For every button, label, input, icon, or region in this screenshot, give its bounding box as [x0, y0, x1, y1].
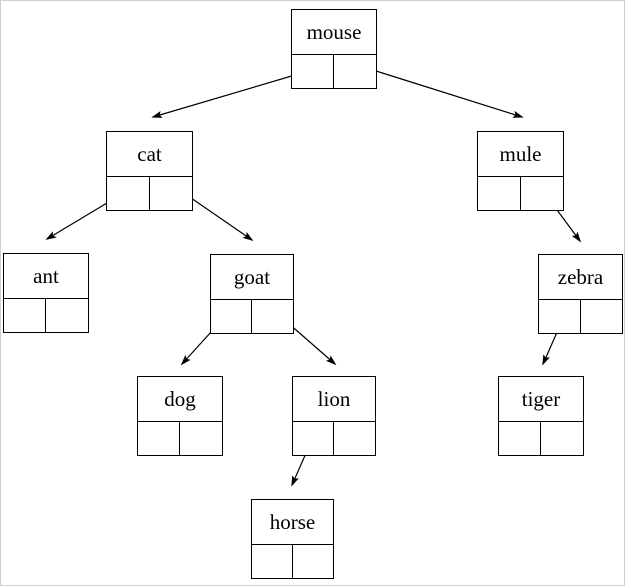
- tree-node-horse[interactable]: horse: [251, 499, 334, 579]
- left-pointer-cell-tiger[interactable]: [499, 422, 541, 455]
- tree-node-ant[interactable]: ant: [3, 253, 89, 333]
- left-pointer-cell-mule[interactable]: [478, 177, 521, 210]
- tree-node-cat[interactable]: cat: [106, 131, 193, 211]
- node-pointer-cells-ant: [4, 299, 88, 332]
- edge-mouse-to-mule: [356, 64, 524, 118]
- right-pointer-cell-horse[interactable]: [293, 545, 334, 578]
- node-label-dog: dog: [138, 377, 222, 422]
- left-pointer-cell-cat[interactable]: [107, 177, 150, 210]
- right-pointer-cell-mouse[interactable]: [334, 55, 376, 88]
- node-pointer-cells-goat: [211, 300, 293, 333]
- node-pointer-cells-lion: [293, 422, 375, 455]
- node-pointer-cells-tiger: [499, 422, 583, 455]
- node-pointer-cells-cat: [107, 177, 192, 210]
- left-pointer-cell-ant[interactable]: [4, 299, 46, 332]
- node-pointer-cells-mouse: [292, 55, 376, 88]
- node-label-cat: cat: [107, 132, 192, 177]
- left-pointer-cell-horse[interactable]: [252, 545, 293, 578]
- node-pointer-cells-zebra: [539, 300, 622, 333]
- node-label-ant: ant: [4, 254, 88, 299]
- tree-node-mule[interactable]: mule: [477, 131, 564, 211]
- node-label-goat: goat: [211, 255, 293, 300]
- right-pointer-cell-goat[interactable]: [252, 300, 293, 333]
- tree-node-zebra[interactable]: zebra: [538, 254, 623, 334]
- right-pointer-cell-ant[interactable]: [46, 299, 88, 332]
- tree-node-dog[interactable]: dog: [137, 376, 223, 456]
- right-pointer-cell-cat[interactable]: [150, 177, 193, 210]
- left-pointer-cell-goat[interactable]: [211, 300, 252, 333]
- node-label-lion: lion: [293, 377, 375, 422]
- left-pointer-cell-zebra[interactable]: [539, 300, 581, 333]
- left-pointer-cell-lion[interactable]: [293, 422, 334, 455]
- node-label-zebra: zebra: [539, 255, 622, 300]
- node-pointer-cells-dog: [138, 422, 222, 455]
- node-label-mouse: mouse: [292, 10, 376, 55]
- node-label-tiger: tiger: [499, 377, 583, 422]
- tree-node-lion[interactable]: lion: [292, 376, 376, 456]
- tree-node-tiger[interactable]: tiger: [498, 376, 584, 456]
- right-pointer-cell-dog[interactable]: [180, 422, 222, 455]
- right-pointer-cell-lion[interactable]: [334, 422, 375, 455]
- node-label-horse: horse: [252, 500, 333, 545]
- right-pointer-cell-mule[interactable]: [521, 177, 564, 210]
- right-pointer-cell-tiger[interactable]: [541, 422, 583, 455]
- tree-node-mouse[interactable]: mouse: [291, 9, 377, 89]
- tree-node-goat[interactable]: goat: [210, 254, 294, 334]
- node-pointer-cells-mule: [478, 177, 563, 210]
- edge-mouse-to-cat: [151, 69, 313, 118]
- node-pointer-cells-horse: [252, 545, 333, 578]
- left-pointer-cell-mouse[interactable]: [292, 55, 334, 88]
- right-pointer-cell-zebra[interactable]: [581, 300, 623, 333]
- node-label-mule: mule: [478, 132, 563, 177]
- left-pointer-cell-dog[interactable]: [138, 422, 180, 455]
